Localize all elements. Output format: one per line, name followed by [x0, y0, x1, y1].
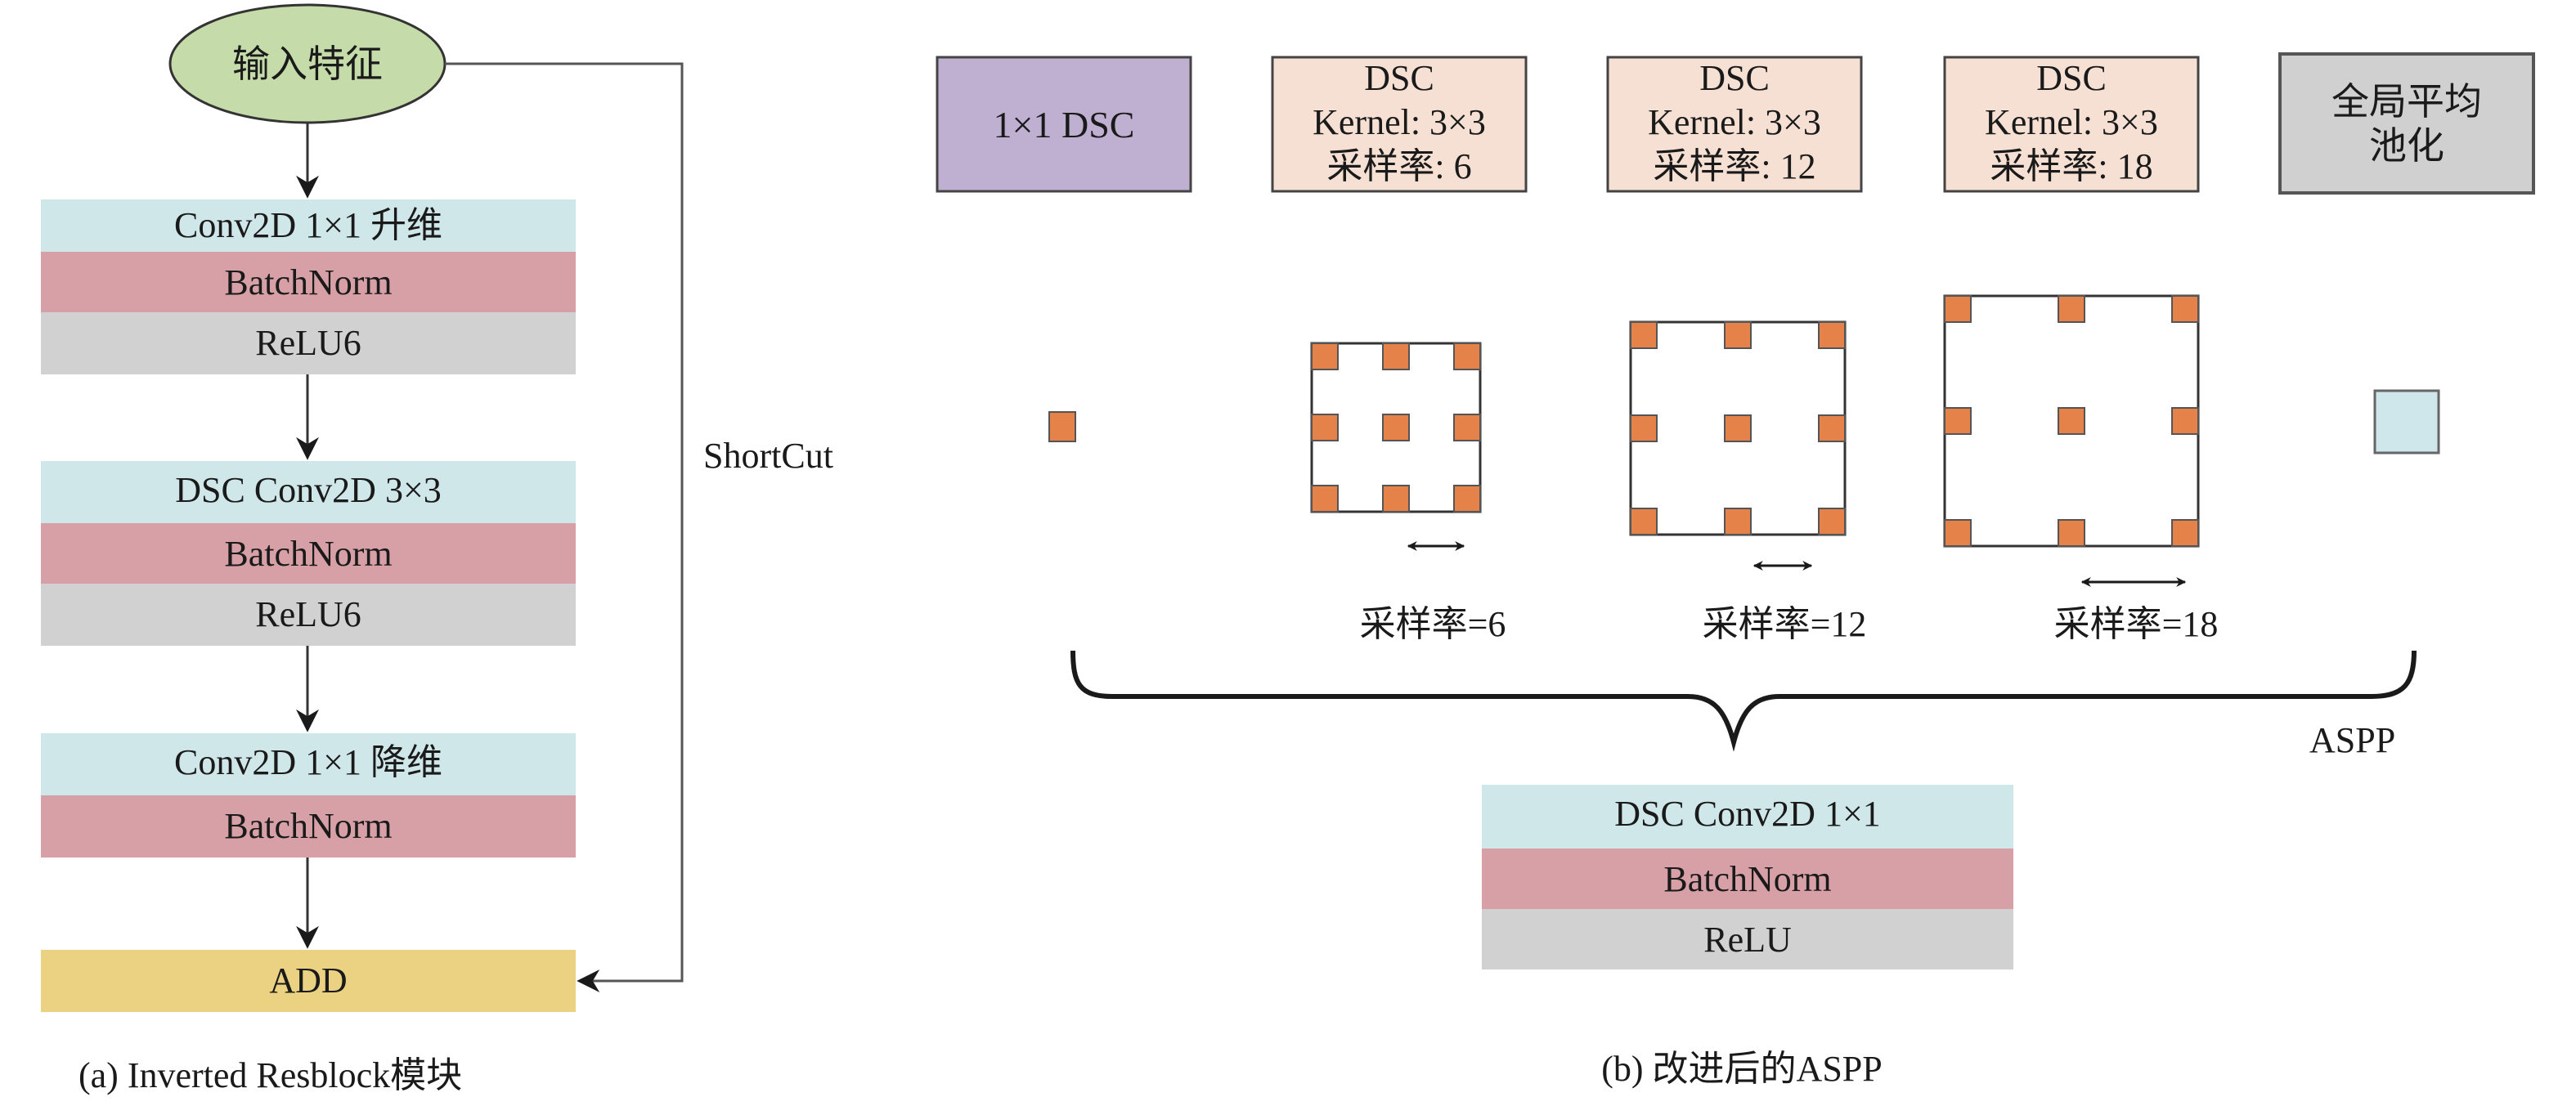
aspp-panel: 1×1 DSC DSC Kernel: 3×3 采样率: 6 DSC Kerne… — [936, 52, 2535, 1089]
aspp-label: ASPP — [2309, 720, 2395, 760]
shortcut-label: ShortCut — [703, 436, 833, 476]
relu6-label: ReLU6 — [255, 594, 361, 634]
kernel-rate-6 — [1310, 342, 1482, 513]
kernel-sample-point — [1724, 508, 1752, 535]
kernel-rate-12 — [1629, 320, 1847, 536]
kernel-sample-point — [1724, 321, 1752, 349]
right-caption: (b) 改进后的ASPP — [1601, 1049, 1883, 1089]
left-caption: (a) Inverted Resblock模块 — [79, 1055, 462, 1095]
add-label: ADD — [269, 960, 347, 1001]
kernel-sample-point — [2058, 295, 2085, 323]
batchnorm-layer — [41, 795, 576, 857]
block-project: Conv2D 1×1 降维 BatchNorm — [41, 733, 576, 857]
kernel-sample-point — [1453, 485, 1481, 513]
kernel-sample-point — [2171, 519, 2199, 547]
add-node — [41, 950, 576, 1012]
dilated-kernels — [1310, 294, 2200, 548]
branch-atrous-18: DSC Kernel: 3×3 采样率: 18 — [1943, 56, 2200, 193]
branch-atrous-12-box — [1606, 56, 1863, 193]
kernel-sample-point — [1724, 414, 1752, 442]
kernel-sample-point — [1630, 508, 1658, 535]
kernel-sample-point — [2171, 295, 2199, 323]
branch-line: 采样率: 6 — [1326, 146, 1471, 186]
kernel-sample-point — [1818, 414, 1846, 442]
dsc-conv-label: DSC Conv2D 3×3 — [175, 470, 442, 510]
kernel-sample-point — [1944, 407, 1972, 435]
rate-label-18: 采样率=18 — [2054, 604, 2219, 644]
gap-square — [2373, 389, 2440, 454]
branch-global-avg-pool: 全局平均 池化 — [2278, 52, 2535, 195]
conv-expand-label: Conv2D 1×1 升维 — [174, 205, 442, 245]
kernel-sample-point — [1453, 414, 1481, 441]
kernel-sample-point — [2171, 407, 2199, 435]
dsc-conv-layer — [41, 461, 576, 523]
kernel-sample-point — [1630, 414, 1658, 442]
output-dsc-conv-label: DSC Conv2D 1×1 — [1614, 794, 1881, 834]
kernel-sample-point — [1944, 295, 1972, 323]
branch-line: 采样率: 12 — [1653, 146, 1815, 186]
kernel-sample-point — [1311, 485, 1339, 513]
kernel-sample-point — [1630, 321, 1658, 349]
kernel-sample-point — [1382, 343, 1410, 370]
block-expand: Conv2D 1×1 升维 BatchNorm ReLU6 — [41, 199, 576, 374]
aspp-brace — [1070, 650, 2417, 752]
kernel-rate-18 — [1943, 294, 2200, 548]
batchnorm-layer — [41, 523, 576, 584]
conv-project-layer — [41, 733, 576, 795]
output-relu-label: ReLU — [1703, 920, 1792, 960]
branch-line: DSC — [1364, 58, 1434, 98]
branch-atrous-18-box — [1943, 56, 2200, 193]
kernel-sample-point — [1818, 508, 1846, 535]
kernel-sample-point — [1382, 414, 1410, 441]
kernel-sample-point — [1311, 343, 1339, 370]
relu6-label: ReLU6 — [255, 323, 361, 363]
shortcut-line — [445, 62, 684, 992]
kernel-sample-point — [1818, 321, 1846, 349]
input-feature-label: 输入特征 — [232, 43, 383, 85]
kernel-sample-point — [2058, 519, 2085, 547]
rate-label-6: 采样率=6 — [1360, 604, 1506, 644]
branch-line: 池化 — [2369, 125, 2444, 167]
branch-line: Kernel: 3×3 — [1313, 102, 1486, 142]
relu6-layer — [41, 584, 576, 646]
kernel-1x1-dot — [1048, 411, 1076, 442]
branch-line: 全局平均 — [2331, 81, 2482, 123]
kernel-sample-point — [1453, 343, 1481, 370]
kernel-sample-point — [1311, 414, 1339, 441]
branch-1x1-dsc — [936, 56, 1192, 193]
output-batchnorm-layer — [1482, 849, 2013, 909]
kernel-sample-point — [2058, 407, 2085, 435]
kernel-sample-point — [1382, 485, 1410, 513]
branch-atrous-12: DSC Kernel: 3×3 采样率: 12 — [1606, 56, 1863, 193]
branch-line: DSC — [1699, 58, 1770, 98]
output-dsc-conv-layer — [1482, 785, 2013, 849]
output-relu-layer — [1482, 909, 2013, 969]
relu6-layer — [41, 312, 576, 374]
branch-line: Kernel: 3×3 — [1648, 102, 1821, 142]
output-batchnorm-label: BatchNorm — [1663, 859, 1831, 899]
rate-label-12: 采样率=12 — [1703, 604, 1867, 644]
branch-line: 采样率: 18 — [1990, 146, 2152, 186]
branch-line: DSC — [2036, 58, 2107, 98]
branch-gap-box — [2278, 52, 2535, 195]
batchnorm-label: BatchNorm — [224, 806, 392, 846]
batchnorm-label: BatchNorm — [224, 534, 392, 574]
conv-project-label: Conv2D 1×1 降维 — [174, 742, 442, 782]
block-depthwise: DSC Conv2D 3×3 BatchNorm ReLU6 — [41, 461, 576, 646]
inverted-resblock-panel: 输入特征 ShortCut Conv2D 1×1 升维 BatchNorm Re… — [41, 3, 833, 1095]
batchnorm-label: BatchNorm — [224, 262, 392, 302]
conv-expand-layer — [41, 199, 576, 252]
branch-atrous-6: DSC Kernel: 3×3 采样率: 6 — [1271, 56, 1528, 193]
batchnorm-layer — [41, 252, 576, 312]
branch-line: Kernel: 3×3 — [1985, 102, 2158, 142]
kernel-sample-point — [1944, 519, 1972, 547]
branch-1x1-dsc-label: 1×1 DSC — [994, 104, 1135, 146]
branch-atrous-6-box — [1271, 56, 1528, 193]
